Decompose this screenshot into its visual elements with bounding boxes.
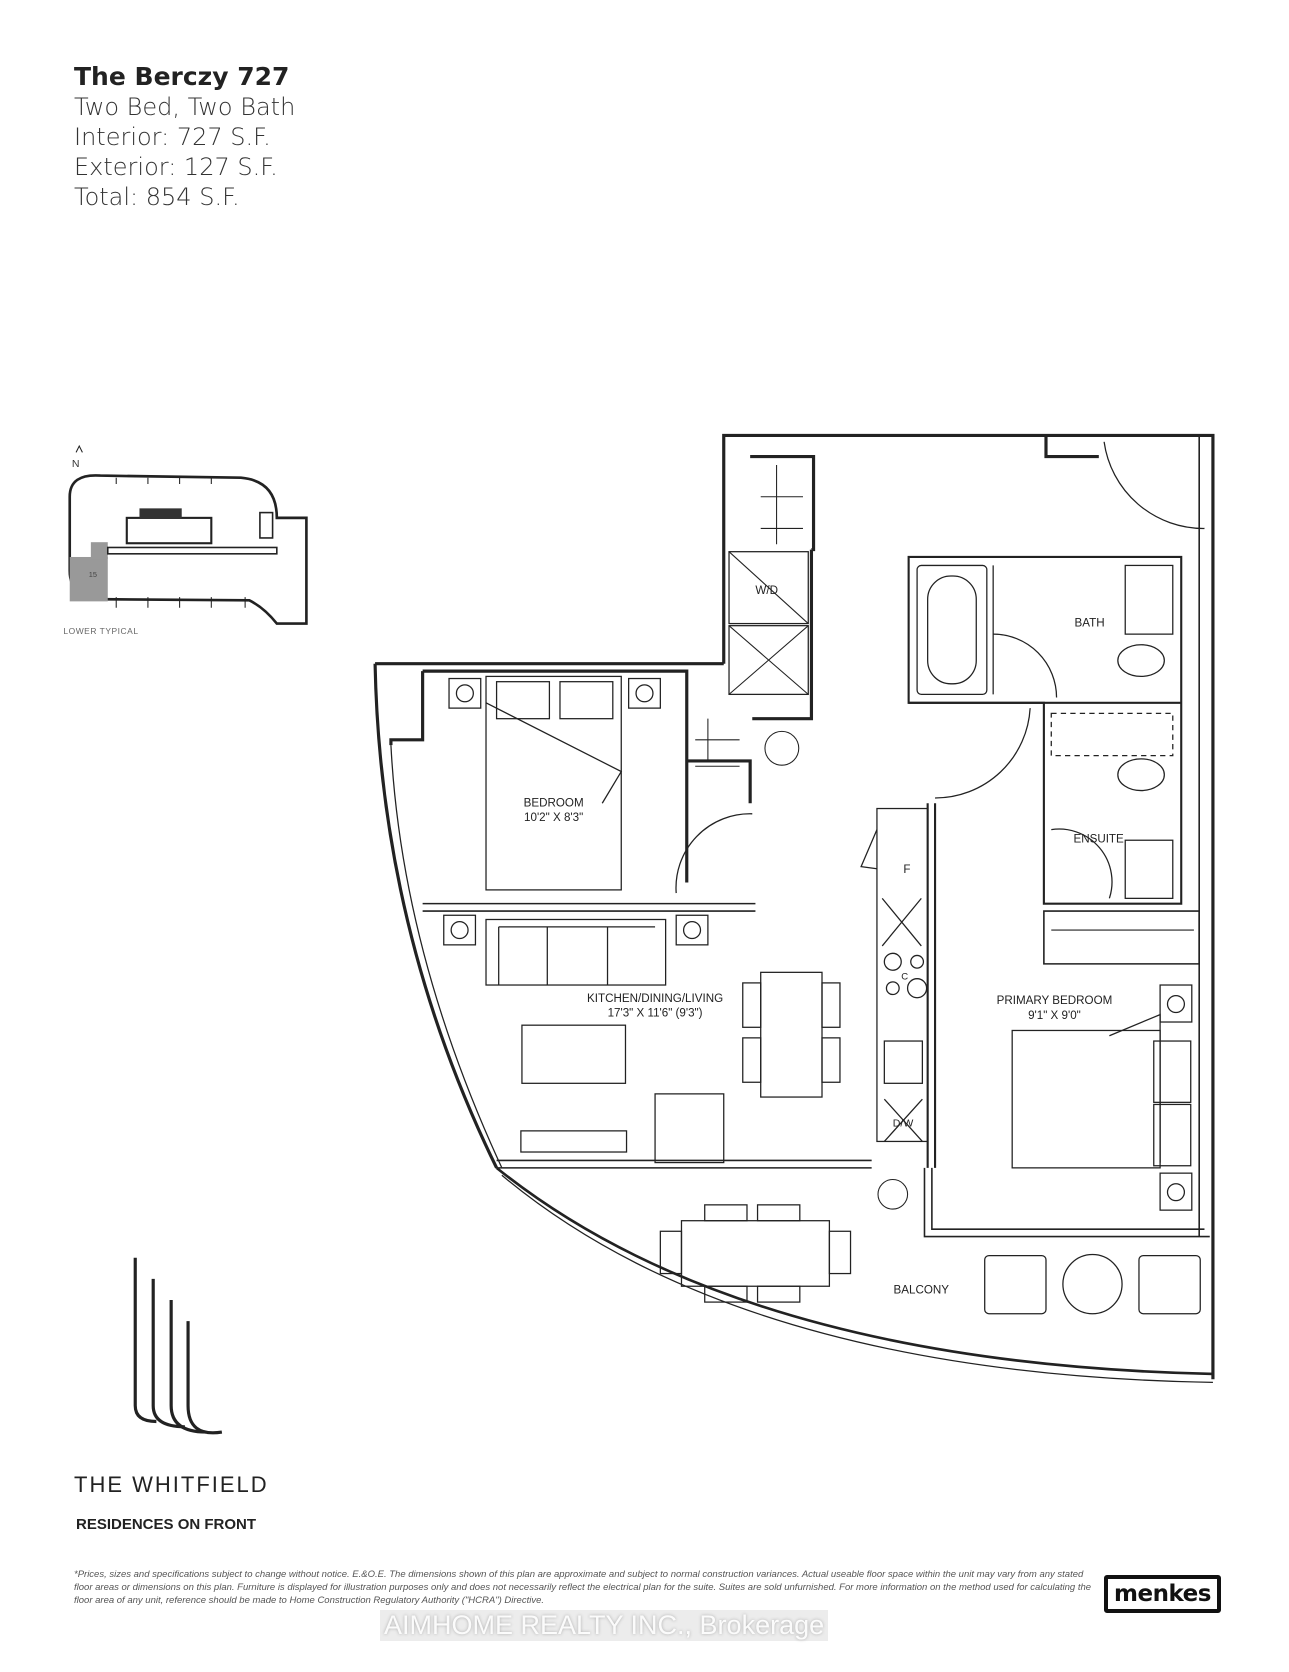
bedroom-name: BEDROOM <box>524 796 584 809</box>
fridge-label: F <box>903 863 910 876</box>
bath-label: BATH <box>1075 617 1105 630</box>
wd-label: W/D <box>755 584 778 597</box>
unit-number: 15 <box>89 570 97 579</box>
key-plan: N 15 LOWER TYPICAL <box>63 444 308 636</box>
utility: W/D <box>695 465 909 1210</box>
north-label: N <box>72 458 80 470</box>
total-area: Total: 854 S.F. <box>74 183 240 211</box>
disclaimer: *Prices, sizes and specifications subjec… <box>74 1569 1092 1606</box>
living-name: KITCHEN/DINING/LIVING <box>587 992 723 1005</box>
unit-type: Two Bed, Two Bath <box>74 93 296 121</box>
cooktop-label: C <box>901 972 908 983</box>
dishwasher-label: D/W <box>893 1118 914 1130</box>
interior-area: Interior: 727 S.F. <box>74 123 271 151</box>
living-size: 17'3" X 11'6" (9'3") <box>608 1007 703 1020</box>
balcony-label: BALCONY <box>894 1284 950 1297</box>
kitchen: F C D/W <box>860 807 929 1143</box>
unit-title: The Berczy 727 <box>74 62 290 91</box>
brand-name: THE WHITFIELD <box>74 1472 269 1497</box>
key-plan-label: LOWER TYPICAL <box>63 626 138 636</box>
bedroom-size: 10'2" X 8'3" <box>524 811 583 824</box>
watermark: AIMHOME REALTY INC., Brokerage <box>380 1610 829 1641</box>
exterior-area: Exterior: 127 S.F. <box>74 153 278 181</box>
ensuite-label: ENSUITE <box>1073 832 1124 845</box>
bathrooms: BATH ENSUITE <box>916 564 1174 899</box>
whitfield-logo <box>133 1257 223 1435</box>
unit-header: The Berczy 727 Two Bed, Two Bath Interio… <box>74 62 295 212</box>
room-labels: BEDROOM 10'2" X 8'3" KITCHEN/DINING/LIVI… <box>524 796 1113 1296</box>
primary-name: PRIMARY BEDROOM <box>997 994 1113 1007</box>
furniture <box>443 675 1201 1315</box>
primary-size: 9'1" X 9'0" <box>1028 1009 1081 1022</box>
brand-subtitle: RESIDENCES ON FRONT <box>76 1516 257 1533</box>
walls <box>373 433 1215 1384</box>
menkes-logo: menkes <box>1104 1575 1221 1613</box>
